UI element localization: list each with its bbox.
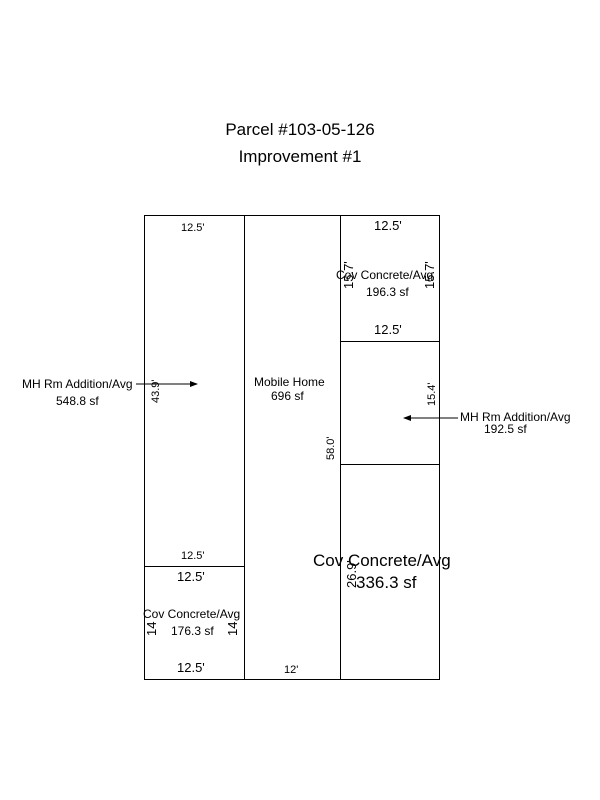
dim-tr-right: 15.7'	[422, 261, 437, 289]
parcel-title: Parcel #103-05-126	[225, 120, 375, 139]
dim-left-top: 12.5'	[181, 222, 205, 234]
dim-mh-side: 58.0'	[325, 436, 337, 460]
dim-cov-left-r: 14	[225, 622, 240, 636]
dim-left-mid: 12.5'	[181, 550, 205, 562]
mh-left-name: MH Rm Addition/Avg	[22, 377, 133, 391]
dim-mh-bottom: 12'	[284, 664, 298, 676]
mh-left-area: 548.8 sf	[56, 394, 99, 408]
outer-outline	[144, 215, 440, 680]
improvement-title: Improvement #1	[238, 147, 362, 166]
cov-bottom-left-name: Cov Concrete/Avg	[143, 607, 240, 621]
dim-left-side: 43.9'	[150, 379, 162, 403]
mh-right-area: 192.5 sf	[484, 422, 527, 436]
dim-cov-left-top: 12.5'	[177, 569, 205, 584]
cov-top-right-area: 196.3 sf	[366, 285, 409, 299]
dim-mhr-side: 15.4'	[426, 382, 438, 406]
cov-top-right-name: Cov Concrete/Avg	[336, 268, 433, 282]
dim-br-side: 26.9'	[344, 560, 359, 588]
dim-cov-left-l: 14	[144, 622, 159, 636]
mobile-home-name: Mobile Home	[254, 375, 325, 389]
dim-tr-left: 15.7'	[341, 261, 356, 289]
cov-bottom-right-area: 336.3 sf	[356, 573, 417, 592]
mh-right-name: MH Rm Addition/Avg	[460, 410, 571, 424]
dim-cov-left-bottom: 12.5'	[177, 660, 205, 675]
mobile-home-area: 696 sf	[271, 389, 304, 403]
dim-tr-top: 12.5'	[374, 218, 402, 233]
dim-tr-bottom: 12.5'	[374, 322, 402, 337]
cov-bottom-left-area: 176.3 sf	[171, 624, 214, 638]
cov-bottom-right-name: Cov Concrete/Avg	[313, 551, 451, 570]
